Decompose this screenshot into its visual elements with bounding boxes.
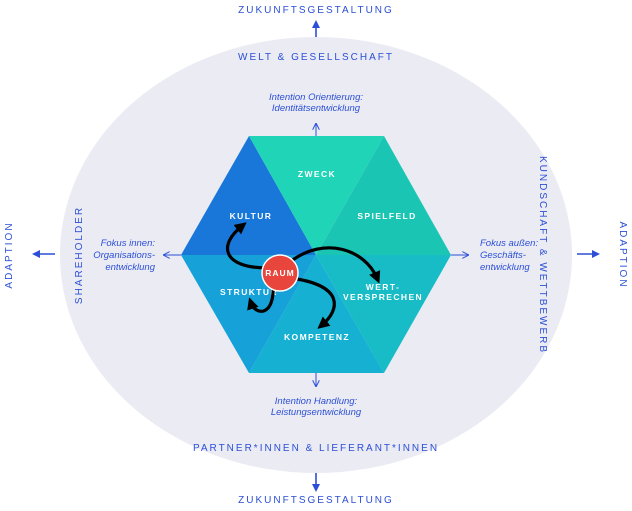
raum-label: RAUM xyxy=(265,268,295,278)
intention-right-line1: Fokus außen: xyxy=(480,238,538,249)
segment-label-kultur: KULTUR xyxy=(230,211,273,221)
intention-top-line1: Intention Orientierung: xyxy=(269,92,363,103)
intention-left-line2: Organisations- xyxy=(93,250,155,261)
intention-left-line3: entwicklung xyxy=(105,262,155,273)
label-kundschaft-wettbewerb: KUNDSCHAFT & WETTBEWERB xyxy=(537,156,548,354)
segment-kompetenz xyxy=(249,255,384,373)
arrow-to-kompetenz xyxy=(289,276,336,329)
arrow-to-struktur xyxy=(247,283,275,313)
top-zukunftsgestaltung: ZUKUNFTSGESTALTUNG xyxy=(238,5,394,16)
arrow-to-wertversprechen xyxy=(289,246,381,284)
intention-bottom-line1: Intention Handlung: xyxy=(275,396,358,407)
label-welt-gesellschaft: WELT & GESELLSCHAFT xyxy=(238,52,394,63)
segment-label-wert: WERT- xyxy=(366,282,400,292)
segment-kultur xyxy=(181,136,316,255)
segment-wertversprechen xyxy=(316,255,451,373)
arrow-to-kultur xyxy=(225,222,269,270)
intention-right-line3: entwicklung xyxy=(480,262,530,273)
intention-top-line2: Identitätsentwicklung xyxy=(272,103,361,114)
intention-bottom-line2: Leistungsentwicklung xyxy=(271,407,362,418)
bottom-zukunftsgestaltung: ZUKUNFTSGESTALTUNG xyxy=(238,495,394,506)
label-shareholder: SHAREHOLDER xyxy=(74,206,85,304)
segment-label-struktur: STRUKTUR xyxy=(220,287,278,297)
segment-label-versprechen: VERSPRECHEN xyxy=(343,292,423,302)
intention-left-line1: Fokus innen: xyxy=(101,238,156,249)
segment-zweck xyxy=(249,136,384,255)
segment-label-kompetenz: KOMPETENZ xyxy=(284,332,350,342)
label-partner-lieferanten: PARTNER*INNEN & LIEFERANT*INNEN xyxy=(193,443,439,454)
left-adaption: ADAPTION xyxy=(4,221,15,288)
segment-label-spielfeld: SPIELFELD xyxy=(357,211,416,221)
segment-spielfeld xyxy=(316,136,451,255)
intention-right-line2: Geschäfts- xyxy=(480,250,526,261)
raum-circle xyxy=(261,254,299,292)
segment-label-zweck: ZWECK xyxy=(298,169,336,179)
right-adaption: ADAPTION xyxy=(617,221,628,288)
